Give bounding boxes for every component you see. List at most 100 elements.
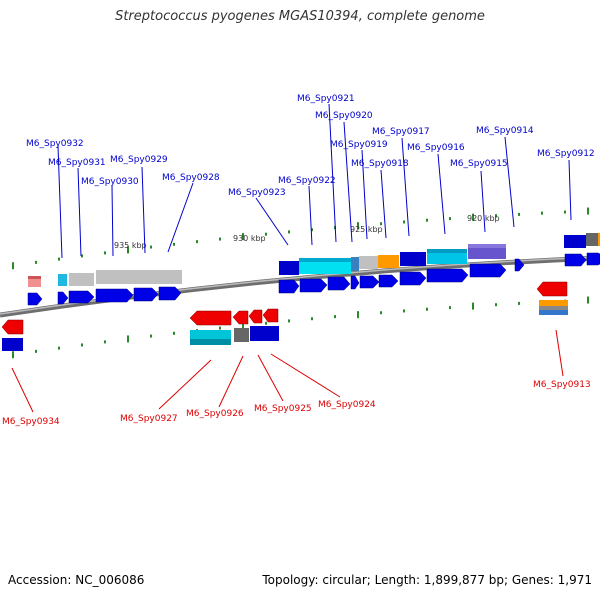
gene-arrow[interactable] (158, 286, 182, 301)
scale-tick (288, 230, 290, 234)
feature-block[interactable] (564, 235, 586, 248)
gene-label[interactable]: M6_Spy0924 (318, 400, 376, 410)
scale-tick (173, 331, 175, 335)
scale-tick (357, 311, 359, 319)
feature-block-top (299, 258, 351, 262)
gene-label[interactable]: M6_Spy0932 (26, 139, 84, 149)
gene-arrow[interactable] (232, 310, 249, 325)
gene-arrow[interactable] (350, 275, 360, 290)
scale-tick (173, 242, 175, 246)
scale-label-930: 930 kbp (233, 234, 266, 243)
feature-block[interactable] (539, 306, 568, 310)
gene-arrow[interactable] (95, 288, 134, 303)
gene-label[interactable]: M6_Spy0912 (537, 149, 595, 159)
gene-label[interactable]: M6_Spy0918 (351, 159, 409, 169)
gene-label[interactable]: M6_Spy0915 (450, 159, 508, 169)
gene-label[interactable]: M6_Spy0921 (297, 94, 355, 104)
feature-block (598, 233, 600, 246)
gene-arrow[interactable] (262, 308, 279, 323)
gene-arrow[interactable] (278, 279, 300, 294)
gene-label[interactable]: M6_Spy0923 (228, 188, 286, 198)
feature-block[interactable] (96, 270, 182, 284)
gene-label[interactable]: M6_Spy0920 (315, 111, 373, 121)
gene-arrow[interactable] (564, 253, 587, 267)
scale-tick (357, 222, 359, 230)
gene-arrow[interactable] (133, 287, 159, 302)
gene-label[interactable]: M6_Spy0934 (2, 417, 60, 427)
feature-block[interactable] (2, 338, 23, 351)
feature-block[interactable] (400, 252, 426, 266)
scale-tick (564, 210, 566, 214)
feature-block[interactable] (28, 276, 41, 287)
gene-label[interactable]: M6_Spy0925 (254, 404, 312, 414)
scale-tick (518, 212, 520, 216)
gene-label[interactable]: M6_Spy0922 (278, 176, 336, 186)
gene-arrow[interactable] (68, 290, 95, 304)
gene-label[interactable]: M6_Spy0919 (330, 140, 388, 150)
scale-tick (495, 303, 497, 307)
feature-block[interactable] (539, 310, 568, 315)
gene-label[interactable]: M6_Spy0930 (81, 177, 139, 187)
scale-tick (426, 218, 428, 222)
gene-arrow[interactable] (426, 268, 469, 283)
scale-tick (127, 335, 129, 343)
feature-block[interactable] (378, 255, 399, 268)
gene-arrow[interactable] (327, 276, 351, 291)
scale-tick (150, 245, 152, 249)
scale-tick (587, 296, 589, 304)
scale-tick (265, 232, 267, 236)
gene-arrow[interactable] (248, 309, 263, 324)
gene-label[interactable]: M6_Spy0929 (110, 155, 168, 165)
scale-tick (35, 349, 37, 353)
gene-arrow[interactable] (359, 275, 380, 289)
scale-tick (35, 260, 37, 264)
gene-label[interactable]: M6_Spy0931 (48, 158, 106, 168)
scale-tick (426, 307, 428, 311)
scale-tick (311, 317, 313, 321)
feature-block[interactable] (586, 233, 598, 246)
gene-arrow[interactable] (378, 274, 399, 288)
gene-arrow[interactable] (469, 263, 507, 278)
gene-label[interactable]: M6_Spy0926 (186, 409, 244, 419)
scale-tick (403, 220, 405, 224)
gene-arrow[interactable] (514, 258, 525, 272)
gene-arrow[interactable] (399, 271, 427, 286)
gene-label[interactable]: M6_Spy0913 (533, 380, 591, 390)
reverse-label-leaders (11, 329, 564, 413)
feature-block[interactable] (351, 257, 359, 271)
gene-arrow[interactable] (189, 310, 232, 326)
scale-tick (196, 240, 198, 244)
gene-label[interactable]: M6_Spy0927 (120, 414, 178, 424)
scale-tick (150, 334, 152, 338)
scale-label-935: 935 kbp (114, 241, 147, 250)
feature-block[interactable] (539, 300, 568, 306)
scale-tick (127, 246, 129, 254)
gene-label[interactable]: M6_Spy0914 (476, 126, 534, 136)
gene-label[interactable]: M6_Spy0916 (407, 143, 465, 153)
gene-arrow[interactable] (299, 278, 328, 293)
scale-tick (403, 309, 405, 313)
feature-block[interactable] (359, 256, 378, 269)
feature-block[interactable] (58, 274, 67, 286)
feature-block[interactable] (279, 261, 299, 275)
scale-ticks (12, 207, 589, 359)
feature-block[interactable] (69, 273, 94, 286)
gene-label[interactable]: M6_Spy0928 (162, 173, 220, 183)
scale-tick (495, 214, 497, 218)
scale-tick (242, 233, 244, 241)
feature-block[interactable] (250, 326, 279, 341)
gene-arrow[interactable] (27, 292, 43, 306)
gene-arrow[interactable] (57, 291, 69, 305)
gene-label[interactable]: M6_Spy0917 (372, 127, 430, 137)
scale-tick (219, 326, 221, 330)
gene-arrow[interactable] (536, 281, 568, 297)
scale-tick (81, 343, 83, 347)
scale-tick (380, 222, 382, 226)
gene-arrow[interactable] (586, 252, 600, 266)
feature-block[interactable] (234, 328, 249, 342)
scale-tick (58, 257, 60, 261)
scale-tick (518, 301, 520, 305)
gene-arrow[interactable] (1, 319, 24, 335)
scale-tick (219, 237, 221, 241)
